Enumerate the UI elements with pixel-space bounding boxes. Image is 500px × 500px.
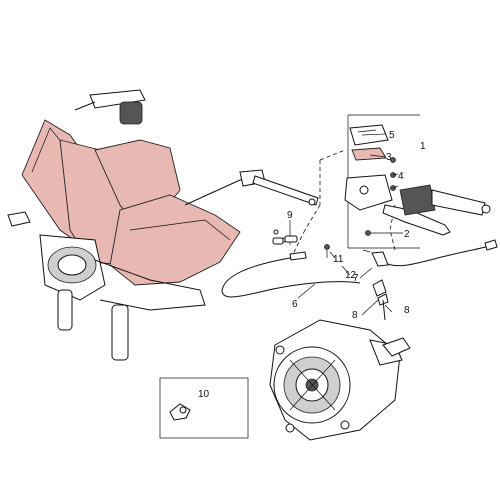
part-10-inset-box xyxy=(159,377,249,439)
callout-11: 11 xyxy=(333,254,344,265)
callout-7: 7 xyxy=(353,273,359,284)
cable xyxy=(221,239,498,298)
lever-assembly xyxy=(344,114,491,249)
leader-lines xyxy=(289,149,396,261)
callout-6: 6 xyxy=(292,299,298,310)
clutch-housing xyxy=(269,319,411,441)
callout-10: 10 xyxy=(198,389,210,400)
callout-3: 3 xyxy=(386,152,392,163)
hose-fittings xyxy=(361,279,393,321)
small-hardware xyxy=(272,220,330,258)
callout-4: 4 xyxy=(398,171,404,182)
callout-8a: 8 xyxy=(352,310,358,321)
callout-labels: 1 2 3 4 5 6 7 8 8 9 10 11 12 xyxy=(198,130,426,400)
callout-8b: 8 xyxy=(404,305,410,316)
front-fairing-assembly xyxy=(7,89,266,361)
callout-1: 1 xyxy=(420,141,426,152)
callout-2: 2 xyxy=(404,229,410,240)
connecting-rod xyxy=(252,175,319,206)
callout-12: 12 xyxy=(345,270,357,281)
callout-leaders xyxy=(297,251,373,299)
callout-5: 5 xyxy=(389,130,395,141)
callout-9: 9 xyxy=(287,210,293,221)
